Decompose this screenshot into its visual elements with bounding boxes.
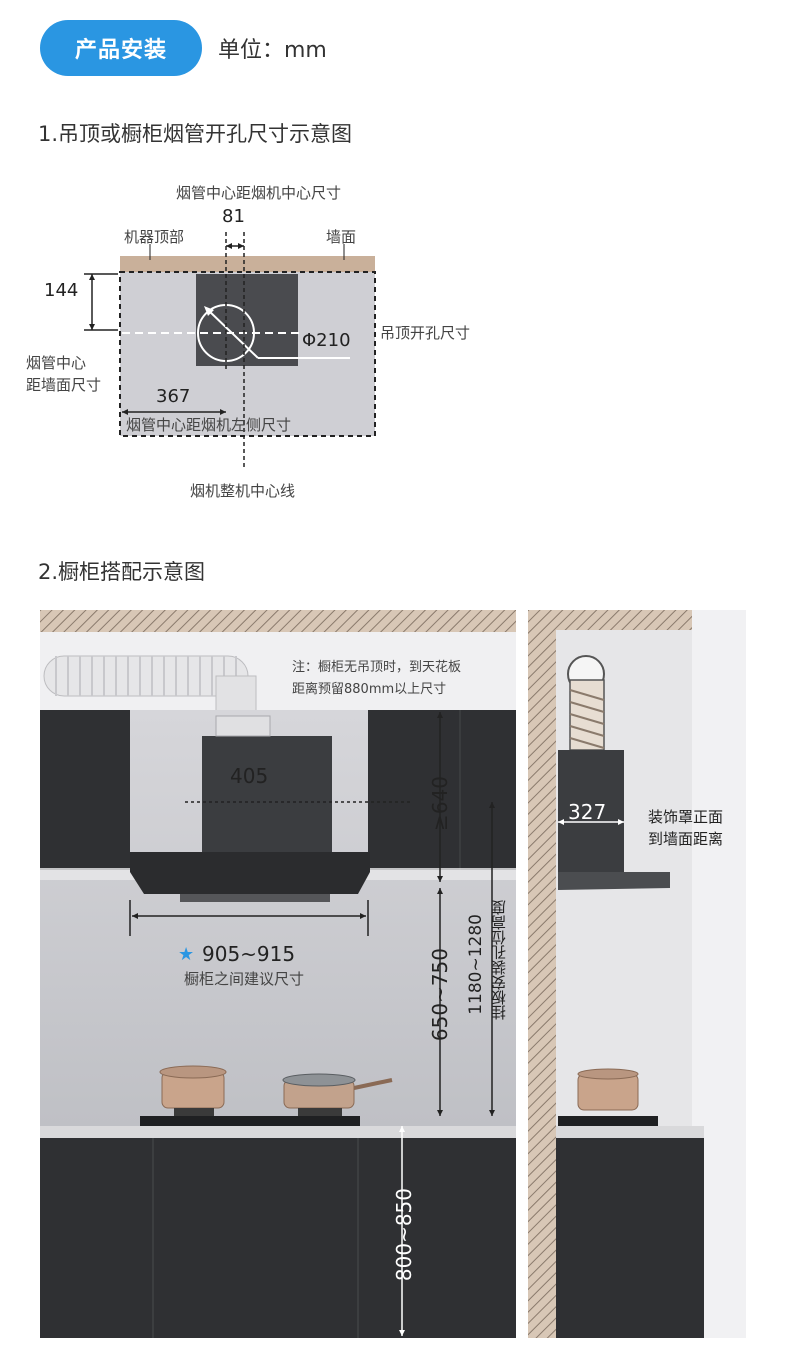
section2-title: 2.橱柜搭配示意图	[38, 560, 206, 584]
hood-panel	[130, 852, 370, 894]
countertop	[40, 1126, 516, 1138]
side-duct	[567, 655, 605, 751]
label-cover-1: 装饰罩正面	[648, 808, 724, 826]
note-line-1: 注：橱柜无吊顶时，到天花板	[292, 660, 462, 675]
side-hood-panel	[558, 872, 670, 890]
section1-title: 1.吊顶或橱柜烟管开孔尺寸示意图	[38, 122, 353, 146]
label-cover-2: 到墙面距离	[648, 830, 724, 848]
value-367: 367	[156, 386, 191, 407]
hood-chimney	[202, 736, 332, 852]
value-800-850: 800~850	[392, 1188, 416, 1282]
value-144: 144	[44, 280, 79, 301]
value-405: 405	[230, 764, 269, 788]
base-cabinets	[40, 1138, 516, 1338]
cooktop	[140, 1116, 360, 1126]
ceiling-strip	[120, 256, 375, 272]
label-ceiling-hole: 吊顶开孔尺寸	[380, 324, 471, 342]
value-phi210: Φ210	[302, 330, 351, 351]
section-badge: 产品安装	[40, 20, 202, 76]
label-centerline: 烟机整机中心线	[190, 482, 296, 500]
side-hood-chimney	[558, 750, 624, 872]
value-640: ≥640	[428, 776, 452, 831]
pot-left	[159, 1065, 227, 1116]
value-81: 81	[222, 206, 245, 227]
value-327: 327	[568, 800, 607, 824]
unit-label: 单位：mm	[218, 38, 327, 63]
label-duct-to-wall-2: 距墙面尺寸	[26, 376, 102, 394]
label-machine-top: 机器顶部	[124, 228, 185, 246]
label-cabinet-gap: 橱柜之间建议尺寸	[184, 970, 305, 988]
label-duct-to-wall-1: 烟管中心	[26, 354, 87, 372]
kitchen-front-diagram	[40, 610, 516, 1338]
label-hanger-height: 挂板安装孔位高度	[490, 900, 508, 1020]
upper-cabinet-left	[40, 710, 130, 870]
label-wall: 墙面	[326, 228, 357, 246]
kitchen-side-diagram	[528, 610, 746, 1338]
label-duct-to-hood-center: 烟管中心距烟机中心尺寸	[176, 184, 342, 202]
value-1180-1280: 1180~1280	[466, 914, 486, 1015]
pot-right	[282, 1073, 393, 1116]
star-icon: ★	[178, 944, 195, 965]
duct-hole-diagram	[84, 232, 376, 470]
ceiling-hatch	[40, 610, 516, 632]
value-905-915: 905~915	[202, 942, 296, 966]
value-650-750: 650~750	[428, 948, 452, 1042]
label-duct-to-left: 烟管中心距烟机左侧尺寸	[126, 416, 292, 434]
note-line-2: 距离预留880mm以上尺寸	[292, 682, 447, 697]
wall-hatch	[528, 610, 556, 1338]
